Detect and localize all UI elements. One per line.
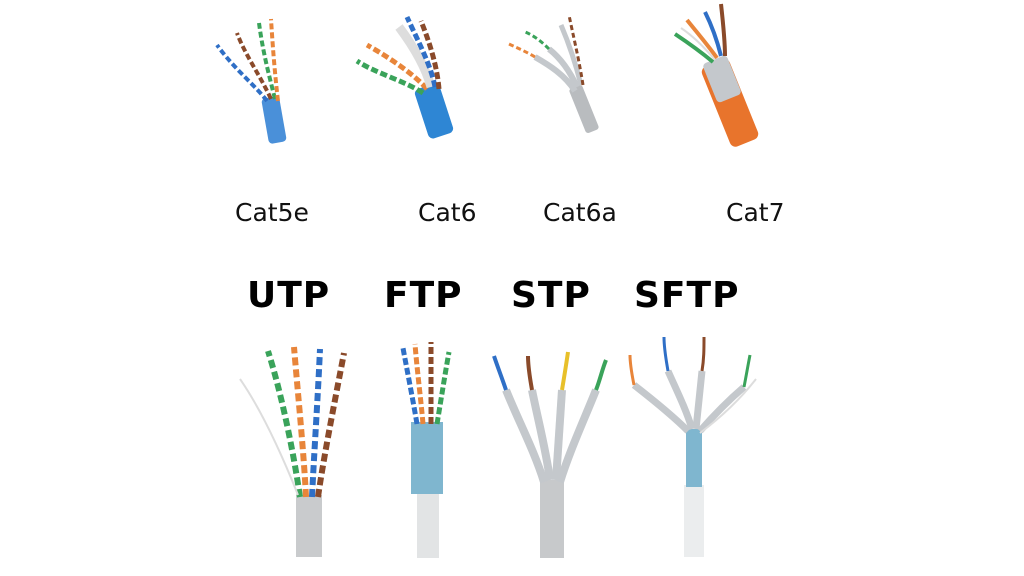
cat7-cable-image: [673, 3, 759, 147]
cat6-label: Cat6: [418, 198, 477, 227]
cat7-label: Cat7: [726, 198, 785, 227]
sftp-cable-image: [628, 336, 757, 557]
cat6a-label: Cat6a: [543, 198, 617, 227]
utp-cable-image: [239, 346, 347, 557]
stp-cable-image: [492, 351, 608, 558]
cat6a-cable-image: [506, 14, 599, 133]
cat5e-cable-image: [215, 18, 287, 144]
utp-label: UTP: [247, 275, 331, 316]
ftp-cable-image: [400, 342, 452, 558]
stp-label: STP: [511, 275, 591, 316]
cat6-cable-image: [355, 15, 454, 139]
sftp-label: SFTP: [634, 275, 740, 316]
ftp-label: FTP: [384, 275, 463, 316]
cat5e-label: Cat5e: [235, 198, 309, 227]
